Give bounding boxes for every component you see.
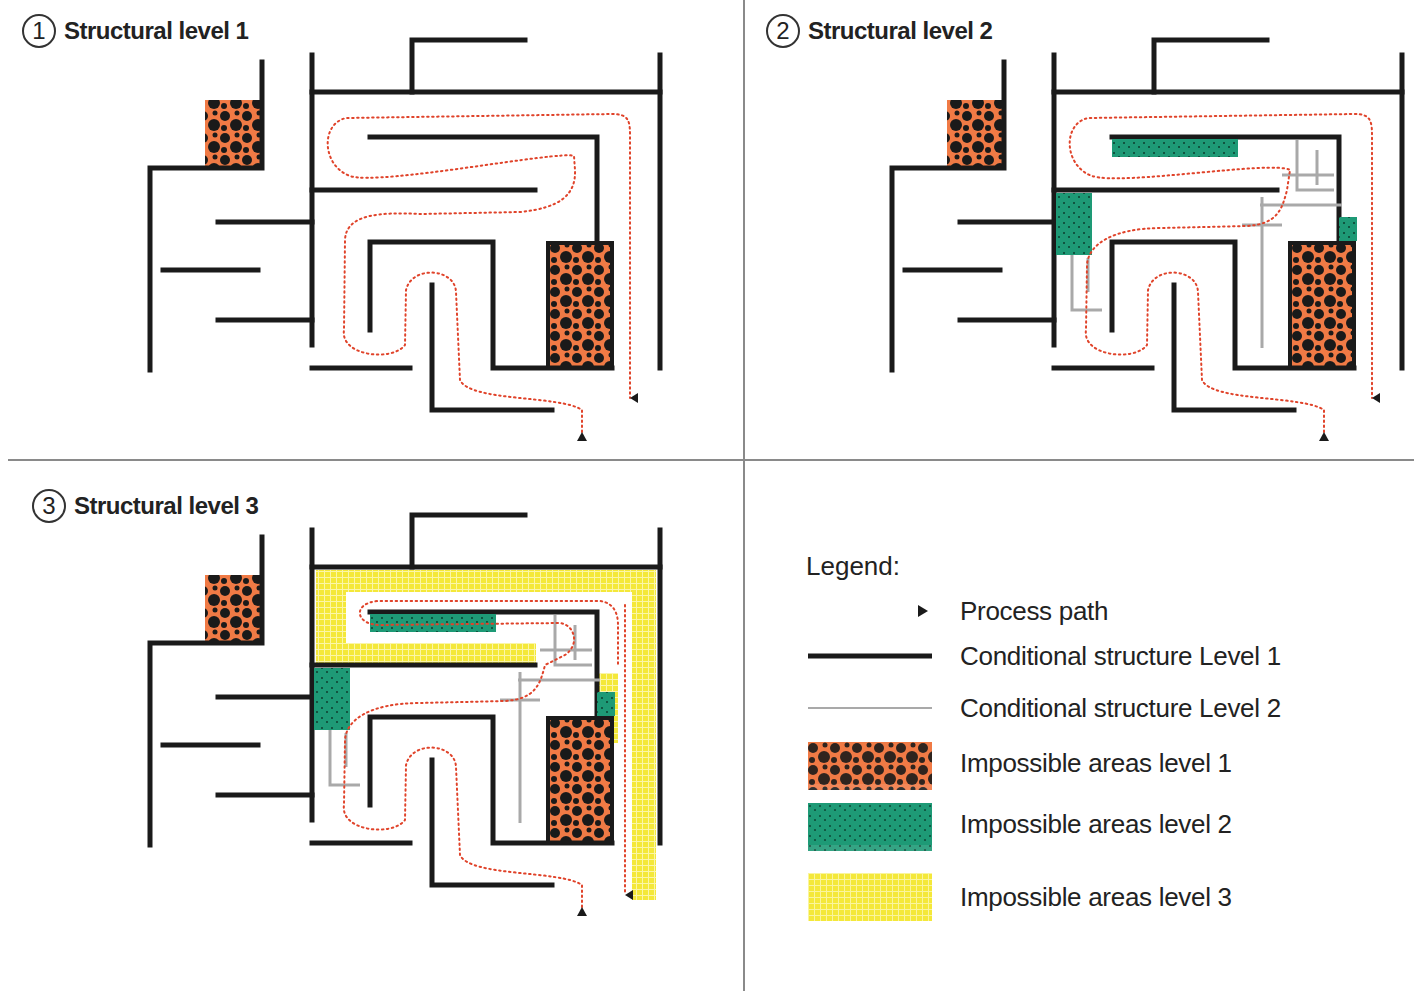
legend-text: Impossible areas level 1 bbox=[960, 748, 1232, 779]
legend-row: Impossible areas level 2 bbox=[808, 803, 1232, 845]
legend-row: Conditional structure Level 1 bbox=[808, 636, 1281, 676]
legend-text: Impossible areas level 2 bbox=[960, 809, 1232, 840]
legend-row: Impossible areas level 1 bbox=[808, 742, 1232, 784]
legend-sample bbox=[808, 873, 932, 921]
legend-text: Conditional structure Level 1 bbox=[960, 641, 1281, 672]
legend-row: Process path bbox=[808, 591, 1108, 631]
callout-number: 2 bbox=[766, 14, 800, 48]
callout-number: 3 bbox=[32, 489, 66, 523]
legend-sample bbox=[808, 688, 932, 728]
panel-heading: 2 Structural level 2 bbox=[766, 14, 992, 48]
legend-sample bbox=[808, 636, 932, 676]
legend-sample bbox=[808, 591, 932, 631]
legend-sample-art bbox=[808, 636, 932, 676]
callout-number: 1 bbox=[22, 14, 56, 48]
legend-sample-art bbox=[808, 803, 932, 851]
legend-sample-art bbox=[808, 742, 932, 790]
legend-row: Conditional structure Level 2 bbox=[808, 688, 1281, 728]
legend-text: Impossible areas level 3 bbox=[960, 882, 1232, 913]
panel-title: Structural level 2 bbox=[808, 17, 992, 45]
panel-title: Structural level 1 bbox=[64, 17, 248, 45]
legend-text: Conditional structure Level 2 bbox=[960, 693, 1281, 724]
legend-sample bbox=[808, 742, 932, 784]
panel-heading: 3 Structural level 3 bbox=[32, 489, 258, 523]
legend-row: Impossible areas level 3 bbox=[808, 873, 1232, 921]
panel-heading: 1 Structural level 1 bbox=[22, 14, 248, 48]
legend-heading: Legend: bbox=[806, 551, 900, 582]
legend-sample bbox=[808, 803, 932, 845]
legend-text: Process path bbox=[960, 596, 1108, 627]
legend-sample-art bbox=[808, 873, 932, 921]
legend-sample-art bbox=[808, 591, 932, 631]
panel-title: Structural level 3 bbox=[74, 492, 258, 520]
legend-sample-art bbox=[808, 688, 932, 728]
